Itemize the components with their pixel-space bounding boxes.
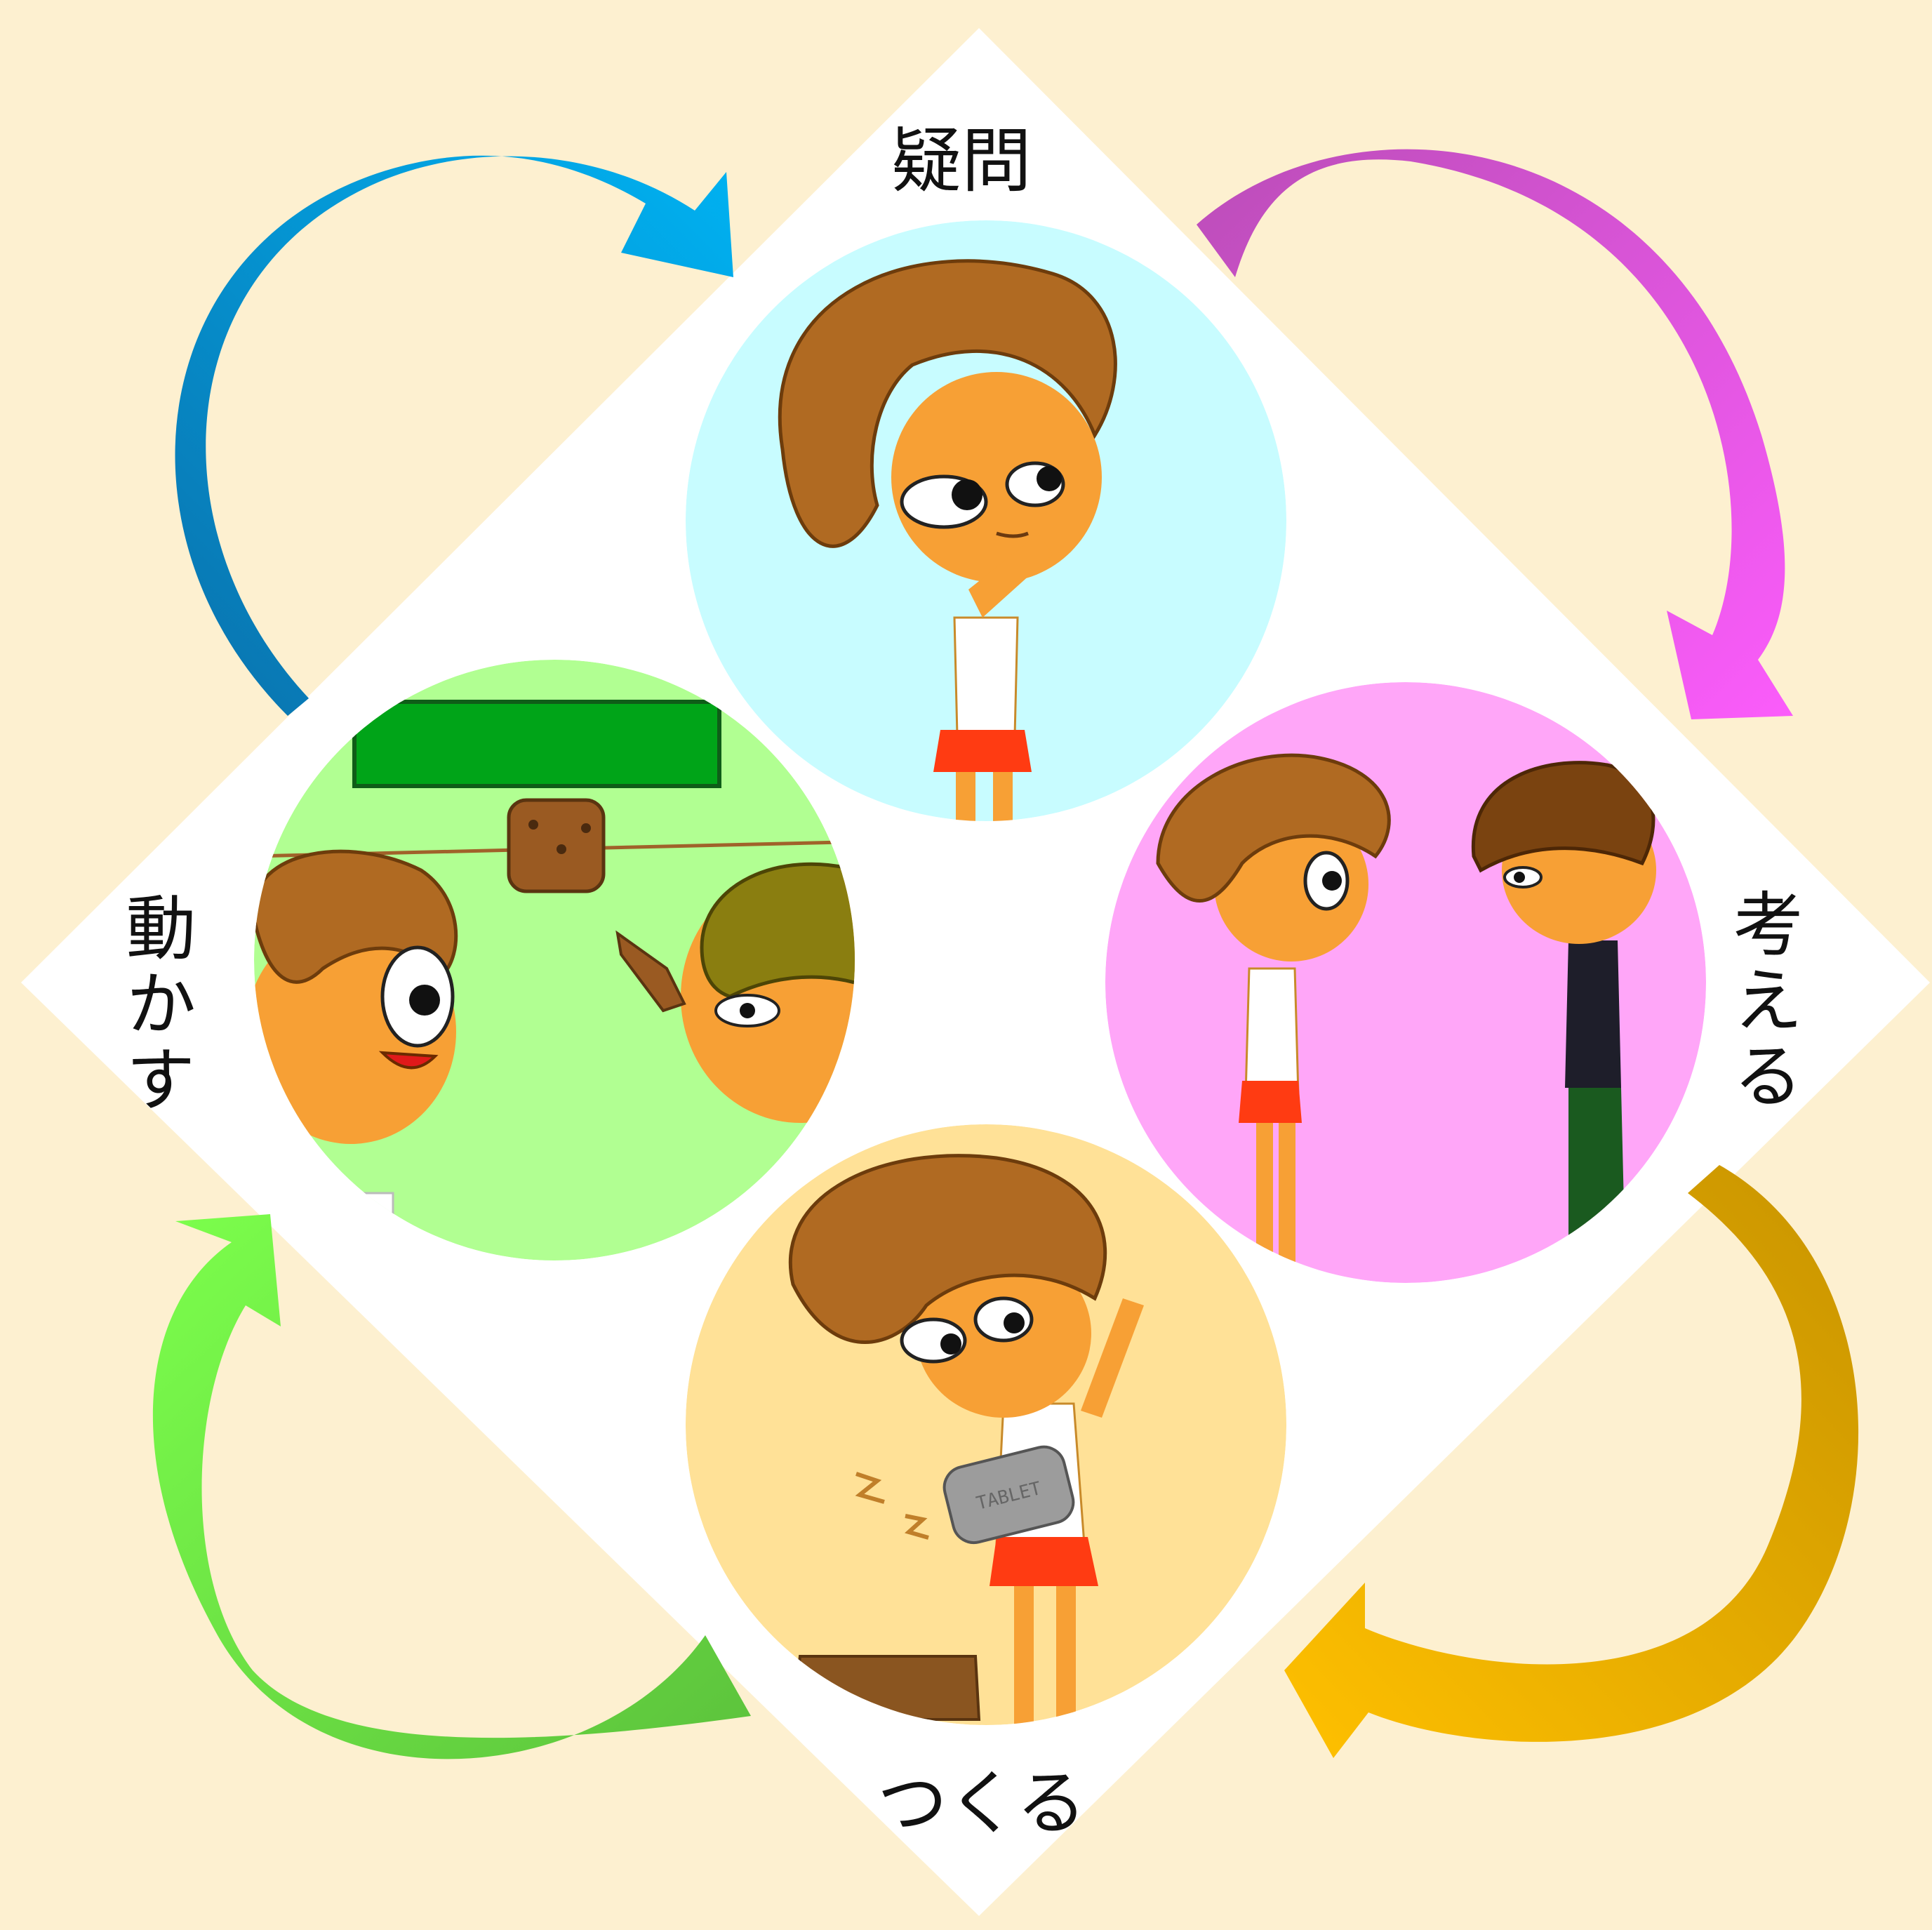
white-diamond [21,28,1930,1916]
arrow-pink-icon [1197,149,1793,720]
label-think: 考える [1721,888,1803,1115]
scene-question [686,220,1286,821]
arrow-blue-icon [175,155,733,716]
label-move: 動かす [114,891,196,1119]
scene-move [254,660,855,1260]
label-question: 疑問 [891,120,1032,202]
scene-make: TABLET [686,1124,1286,1725]
label-make: つくる [877,1762,1086,1844]
scene-think [1105,682,1706,1283]
arrow-gold-icon [1284,1165,1859,1758]
arrow-green-icon [152,1214,751,1759]
